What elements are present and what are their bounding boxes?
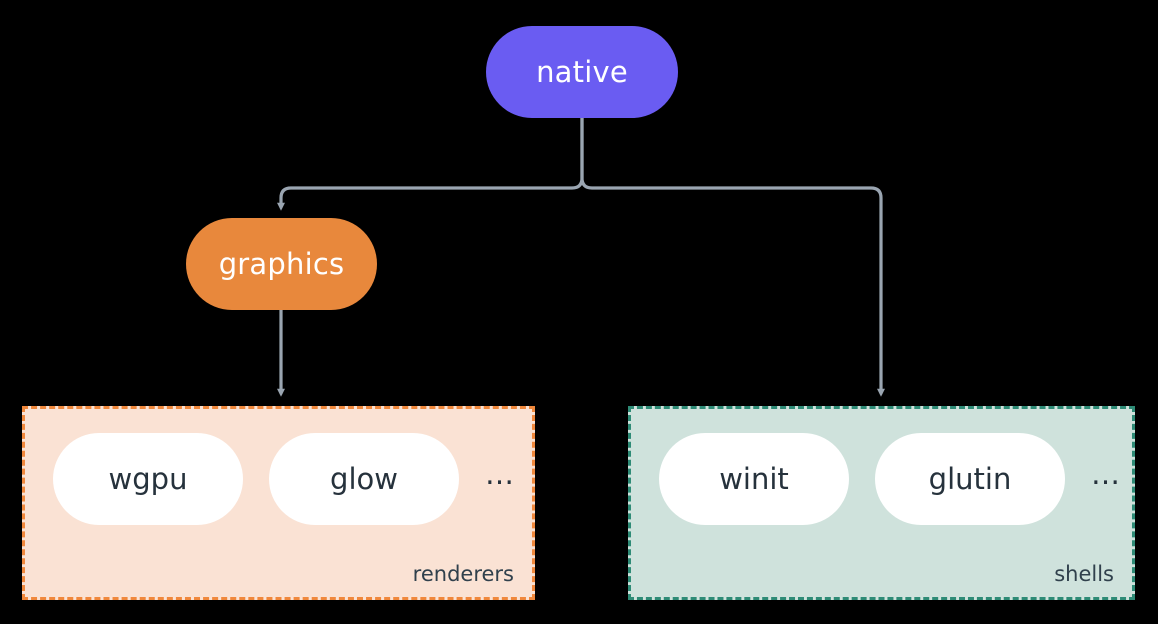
- node-native[interactable]: native: [486, 26, 678, 118]
- node-graphics[interactable]: graphics: [186, 218, 377, 310]
- group-renderers: wgpu glow … renderers: [22, 406, 535, 600]
- pill-wgpu-label: wgpu: [108, 461, 188, 496]
- pill-glow-label: glow: [330, 461, 398, 496]
- shells-overflow-ellipsis: …: [1091, 456, 1120, 491]
- pill-wgpu[interactable]: wgpu: [53, 433, 243, 525]
- group-shells-label: shells: [1054, 562, 1114, 586]
- renderers-overflow-ellipsis: …: [485, 456, 514, 491]
- pill-glow[interactable]: glow: [269, 433, 459, 525]
- node-native-label: native: [536, 54, 628, 89]
- edge-native-to-shells: [580, 116, 885, 397]
- node-graphics-label: graphics: [218, 246, 345, 281]
- group-renderers-items: wgpu glow …: [53, 433, 514, 525]
- pill-glutin-label: glutin: [928, 461, 1012, 496]
- group-renderers-label: renderers: [412, 562, 514, 586]
- edge-native-to-graphics: [277, 116, 584, 211]
- pill-winit[interactable]: winit: [659, 433, 849, 525]
- pill-winit-label: winit: [719, 461, 789, 496]
- group-shells-items: winit glutin …: [659, 433, 1120, 525]
- pill-glutin[interactable]: glutin: [875, 433, 1065, 525]
- group-shells: winit glutin … shells: [628, 406, 1135, 600]
